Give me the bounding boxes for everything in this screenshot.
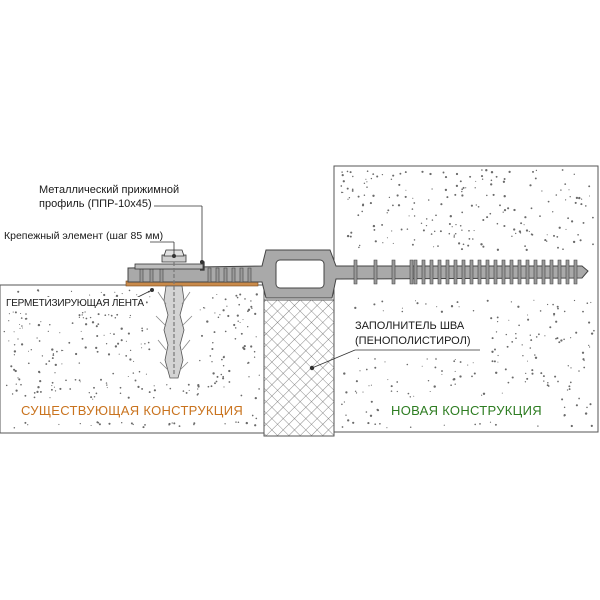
new-concrete-texture [340,169,595,429]
clamping-profile [134,263,204,270]
existing-structure-label: СУЩЕСТВУЮЩАЯ КОНСТРУКЦИЯ [21,403,244,418]
profile-ribs-left [139,267,252,283]
profile-ribs-right [353,259,578,285]
clamping-profile-label-line2: профиль (ППР-10х45) [39,198,152,210]
joint-filler-crosshatch [264,300,334,436]
joint-filler-label-line2: (ПЕНОПОЛИСТИРОЛ) [355,335,471,347]
joint-filler-label-line1: ЗАПОЛНИТЕЛЬ ШВА [355,320,465,332]
new-structure-label: НОВАЯ КОНСТРУКЦИЯ [391,403,542,418]
anchor-fastener [155,249,193,379]
fastener-label: Крепежный элемент (шаг 85 мм) [4,230,164,242]
waterstop-profile [127,249,589,299]
clamping-profile-label-line1: Металлический прижимной [39,184,180,196]
new-concrete-block [333,165,599,433]
sealing-tape-label: ГЕРМЕТИЗИРУЮЩАЯ ЛЕНТА [4,297,146,311]
waterstop-hollow [275,259,325,289]
